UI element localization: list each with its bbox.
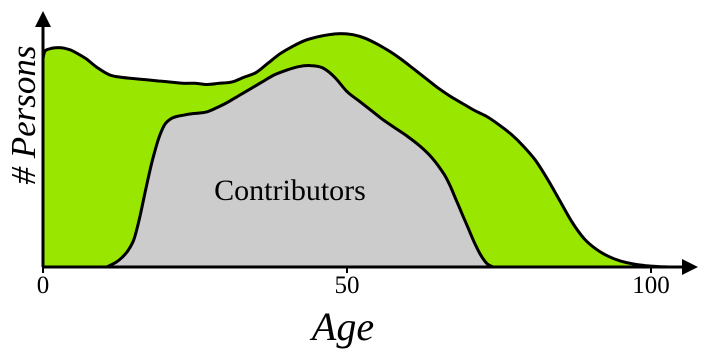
x-tick-label: 0 xyxy=(37,272,50,299)
x-axis-label: Age xyxy=(309,304,374,349)
y-axis-label: # Persons xyxy=(4,45,43,184)
y-axis-arrowhead xyxy=(35,11,51,27)
plot-areas xyxy=(41,32,670,269)
x-ticks: 0 50 100 xyxy=(37,267,670,299)
axes xyxy=(35,11,698,275)
x-axis-arrowhead xyxy=(682,259,698,275)
contributors-area-label: Contributors xyxy=(214,174,366,207)
contributors-outline xyxy=(106,64,494,269)
contributors-area xyxy=(106,65,493,267)
population-outline xyxy=(41,32,670,269)
x-tick-label: 50 xyxy=(335,272,360,299)
x-tick-label: 100 xyxy=(632,272,670,299)
